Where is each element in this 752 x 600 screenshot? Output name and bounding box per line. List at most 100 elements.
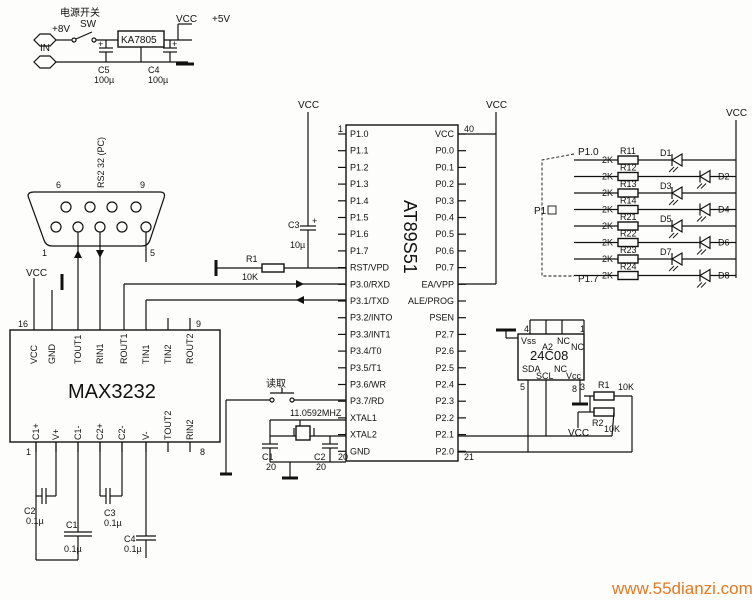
reset-r1-label: R1	[246, 254, 258, 264]
crystal-circuit: 11.0592MHZ C1 20 C2 20	[262, 408, 346, 480]
mc1-label: C1	[66, 520, 78, 530]
led-resistor-name: R22	[620, 229, 637, 239]
led-diode	[670, 152, 683, 168]
led-resistor-name: R21	[620, 212, 637, 222]
reset-r1-value: 10K	[242, 272, 258, 282]
reset-vcc-label: VCC	[298, 100, 319, 111]
uart-wires	[123, 280, 346, 318]
led-label: D6	[718, 238, 730, 248]
led-label: D4	[718, 205, 730, 215]
c5-value: 100µ	[94, 75, 114, 85]
read-button-label: 读取	[266, 377, 286, 390]
led-label: D1	[660, 148, 672, 158]
c5-label: C5	[98, 65, 110, 75]
rs232-pin6: 6	[56, 180, 61, 190]
max3232-label: MAX3232	[68, 381, 156, 403]
c4-plus: +	[172, 39, 177, 49]
mcu-left-pin: GND	[350, 446, 371, 456]
reset-resistor	[261, 263, 285, 273]
mcu-pin21-number: 21	[464, 452, 474, 462]
power-switch-cn-label: 电源开关	[60, 6, 100, 19]
at89s51-body	[345, 124, 459, 462]
led-resistor-name: R12	[620, 163, 637, 173]
led-diode	[670, 251, 683, 267]
reset-c3-value: 10µ	[290, 240, 305, 250]
eeprom-r2-label: R2	[592, 418, 604, 428]
mcu-right-pin: P0.0	[435, 146, 454, 156]
mcu-right-pin: ALE/PROG	[408, 296, 454, 306]
eeprom-pin1: 1	[580, 324, 585, 334]
reset-c3-label: C3	[288, 220, 300, 230]
mcu-vcc-label: VCC	[486, 100, 507, 111]
mcu-right-pin: P2.0	[435, 446, 454, 456]
mcu-left-pin: P1.5	[350, 213, 369, 223]
at89s51-chip: AT89S51 1 40 20 21 P1.0P1.1P1.2P1.3P1.4P…	[338, 124, 474, 462]
mcu-left-pin: P3.1/TXD	[350, 296, 390, 306]
mcu-pin1-number: 1	[338, 124, 343, 134]
power-vin-label: +8V	[52, 24, 70, 35]
crystal-body	[295, 425, 311, 441]
led-resistor-name: R14	[620, 196, 637, 206]
eeprom-pin5: 5	[520, 382, 525, 392]
mc3-value: 0.1µ	[104, 518, 122, 528]
led-p1-connector	[547, 205, 557, 215]
mcu-left-pin: P3.4/T0	[350, 346, 382, 356]
led-diode	[670, 218, 683, 234]
led-vcc-label: VCC	[726, 108, 747, 119]
max3232-body	[9, 329, 221, 443]
eeprom-r1	[593, 391, 615, 401]
mcu-left-pin: P1.6	[350, 229, 369, 239]
mcu-right-pin: EA/VPP	[421, 279, 454, 289]
led-resistor-name: R24	[620, 262, 637, 272]
mcu-left-pin: P3.2/INTO	[350, 313, 392, 323]
mc1-value: 0.1µ	[64, 544, 82, 554]
eeprom-vss: Vss	[521, 336, 537, 346]
max3232-pin9: 9	[196, 319, 201, 329]
mcu-left-pin: P3.3/INT1	[350, 329, 391, 339]
max3232-bottom-pin: V+	[51, 429, 61, 440]
max-vcc-label: VCC	[26, 268, 47, 279]
mc2-value: 0.1µ	[26, 516, 44, 526]
led-label: D7	[660, 247, 672, 257]
led-resistor-value: 2K	[602, 271, 613, 281]
power-5v-label: +5V	[212, 14, 230, 25]
mcu-left-pins: P1.0P1.1P1.2P1.3P1.4P1.5P1.6P1.7RST/VPDP…	[338, 129, 392, 456]
eeprom-nc3: NC	[554, 364, 567, 374]
eeprom-scl: SCL	[536, 371, 554, 381]
max3232-capacitors: C2 0.1µ C1 0.1µ C3 0.1µ C4 0.1µ	[24, 442, 156, 561]
led-resistor-name: R23	[620, 245, 637, 255]
eeprom-label: 24C08	[530, 348, 568, 363]
c5-plus: +	[98, 39, 103, 49]
led-resistor-value: 2K	[602, 254, 613, 264]
at89s51-label: AT89S51	[400, 200, 420, 274]
eeprom-body	[517, 333, 585, 381]
max3232-bottom-pin: V-	[141, 431, 151, 440]
rs232-pin9: 9	[140, 180, 145, 190]
eeprom-nc2: NC	[571, 342, 584, 352]
max3232-bottom-pin: C1+	[31, 423, 41, 440]
regulator-label: KA7805	[121, 35, 157, 46]
mcu-left-pin: XTAL1	[350, 413, 377, 423]
led-resistor-name: R11	[620, 146, 636, 156]
max3232-top-pin: GND	[47, 344, 57, 365]
max3232-pin16: 16	[18, 319, 28, 329]
reset-circuit: VCC C3 10µ + R1 10K	[214, 100, 346, 282]
mcu-left-pin: P3.6/WR	[350, 380, 387, 390]
led-resistor-value: 2K	[602, 221, 613, 231]
c4-value: 100µ	[148, 75, 168, 85]
mcu-right-pin: P0.1	[435, 162, 454, 172]
rs232-wires: VCC	[26, 232, 147, 318]
led-label: D3	[660, 181, 672, 191]
eeprom-r1-value: 10K	[618, 382, 634, 392]
mcu-pin20-number: 20	[338, 452, 348, 462]
led-label: D2	[718, 172, 730, 182]
reset-c3-plus: +	[312, 216, 317, 226]
mcu-left-pin: P3.0/RXD	[350, 279, 391, 289]
eeprom-pin8: 8	[572, 384, 577, 394]
max3232-pin1: 1	[26, 447, 31, 457]
led-diode	[698, 268, 711, 283]
mcu-right-pin: PSEN	[429, 313, 454, 323]
led-diode	[670, 185, 683, 201]
